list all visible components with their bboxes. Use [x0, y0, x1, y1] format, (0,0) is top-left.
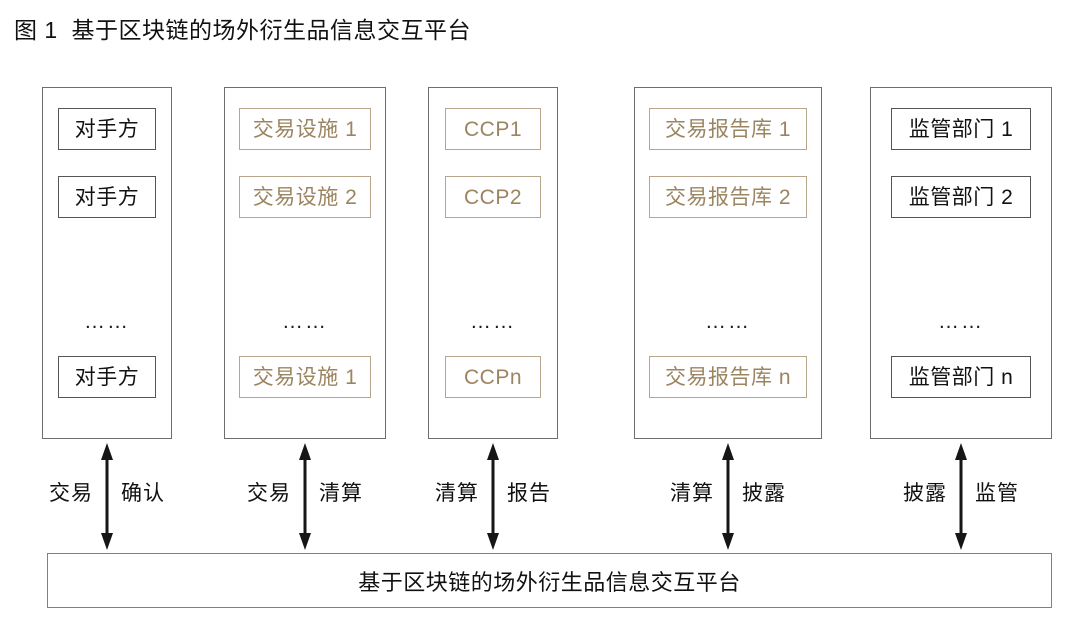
flow-label-right-trade-repositories: 披露 [742, 482, 786, 505]
flow-label-right-trading-facilities: 清算 [319, 482, 363, 505]
column-body: 对手方对手方对手方…… [43, 88, 171, 438]
node-ccp-3[interactable]: CCPn [445, 356, 541, 398]
figure-caption: 图 1 基于区块链的场外衍生品信息交互平台 [14, 17, 471, 43]
column-body: 交易报告库 1 交易报告库 2 交易报告库 n …… [635, 88, 821, 438]
flow-label-left-trading-facilities: 交易 [247, 482, 291, 505]
node-trading-facilities-2[interactable]: 交易设施 2 [239, 176, 371, 218]
ellipsis-counterparties: …… [84, 310, 130, 333]
flow-trade-repositories: 清算 披露 [634, 439, 822, 554]
flow-ccp: 清算 报告 [428, 439, 558, 554]
node-ccp-1[interactable]: CCP1 [445, 108, 541, 150]
node-trade-repositories-2[interactable]: 交易报告库 2 [649, 176, 807, 218]
column-counterparties: 对手方对手方对手方…… [42, 87, 172, 439]
flow-label-left-trade-repositories: 清算 [670, 482, 714, 505]
flow-regulators: 披露 监管 [870, 439, 1052, 554]
flow-label-right-regulators: 监管 [975, 482, 1019, 505]
double-arrow-icon [722, 443, 734, 550]
flow-label-left-regulators: 披露 [903, 482, 947, 505]
flow-label-right-ccp: 报告 [507, 482, 551, 505]
flow-label-left-counterparties: 交易 [49, 482, 93, 505]
ellipsis-ccp: …… [470, 310, 516, 333]
node-regulators-2[interactable]: 监管部门 2 [891, 176, 1031, 218]
column-body: 交易设施 1 交易设施 2 交易设施 1 …… [225, 88, 385, 438]
platform-bar-label: 基于区块链的场外衍生品信息交互平台 [358, 569, 741, 595]
column-body: 监管部门 1 监管部门 2 监管部门 n …… [871, 88, 1051, 438]
flow-label-left-ccp: 清算 [435, 482, 479, 505]
node-trading-facilities-1[interactable]: 交易设施 1 [239, 108, 371, 150]
column-trading-facilities: 交易设施 1 交易设施 2 交易设施 1 …… [224, 87, 386, 439]
double-arrow-icon [101, 443, 113, 550]
ellipsis-regulators: …… [938, 310, 984, 333]
flow-label-right-counterparties: 确认 [121, 482, 165, 505]
node-trading-facilities-3[interactable]: 交易设施 1 [239, 356, 371, 398]
double-arrow-icon [487, 443, 499, 550]
column-trade-repositories: 交易报告库 1 交易报告库 2 交易报告库 n …… [634, 87, 822, 439]
node-counterparties-2[interactable]: 对手方 [58, 176, 156, 218]
node-regulators-1[interactable]: 监管部门 1 [891, 108, 1031, 150]
node-trade-repositories-3[interactable]: 交易报告库 n [649, 356, 807, 398]
flow-trading-facilities: 交易 清算 [224, 439, 386, 554]
ellipsis-trading-facilities: …… [282, 310, 328, 333]
node-regulators-3[interactable]: 监管部门 n [891, 356, 1031, 398]
double-arrow-icon [299, 443, 311, 550]
platform-bar: 基于区块链的场外衍生品信息交互平台 [47, 553, 1052, 608]
node-counterparties-3[interactable]: 对手方 [58, 356, 156, 398]
double-arrow-icon [955, 443, 967, 550]
node-trade-repositories-1[interactable]: 交易报告库 1 [649, 108, 807, 150]
node-ccp-2[interactable]: CCP2 [445, 176, 541, 218]
node-counterparties-1[interactable]: 对手方 [58, 108, 156, 150]
ellipsis-trade-repositories: …… [705, 310, 751, 333]
flow-counterparties: 交易 确认 [42, 439, 172, 554]
column-regulators: 监管部门 1 监管部门 2 监管部门 n …… [870, 87, 1052, 439]
